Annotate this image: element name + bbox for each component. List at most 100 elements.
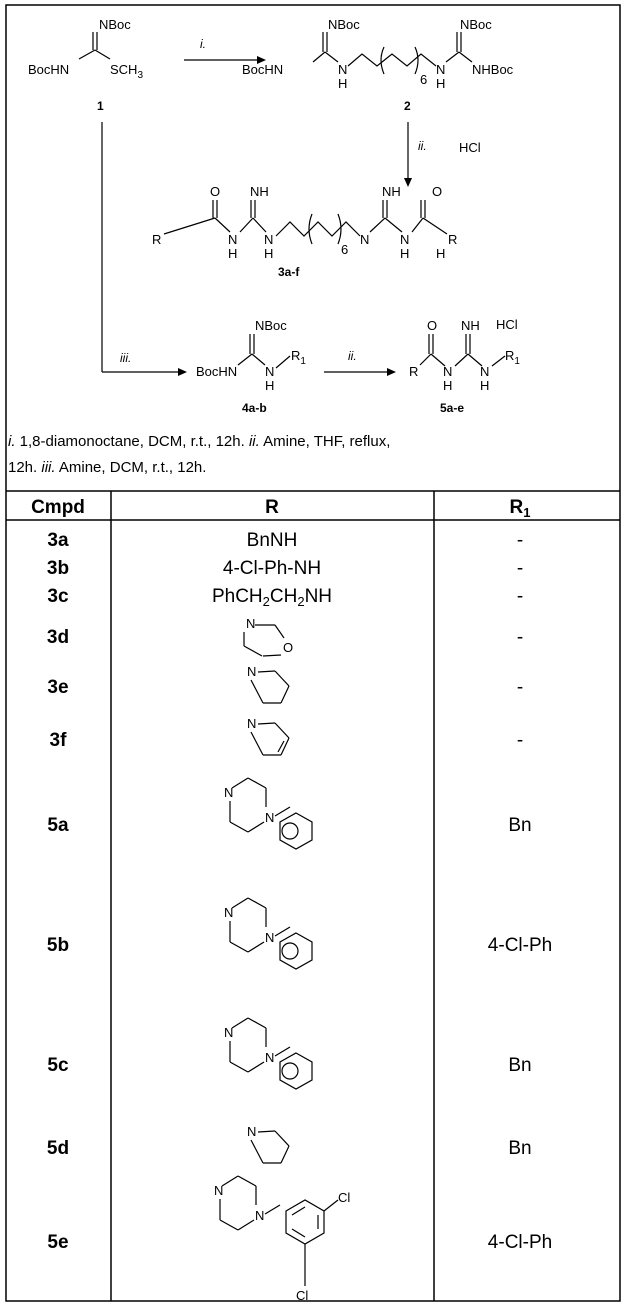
svg-text:NH: NH [461, 318, 480, 333]
table-row: 3c PhCH2CH2NH - [47, 586, 523, 609]
svg-text:H: H [264, 246, 273, 261]
table-row: 5c N N Bn [47, 1017, 532, 1090]
svg-text:-: - [517, 530, 523, 551]
svg-text:5c: 5c [47, 1055, 69, 1076]
c2-bochn: BocHN [242, 62, 283, 77]
arrow-step-ii-vertical: ii. HCl [404, 122, 481, 187]
header-r: R [265, 497, 279, 518]
svg-text:N: N [247, 1124, 256, 1139]
arrow-step-iii: iii. [101, 122, 187, 376]
svg-text:-: - [517, 586, 523, 607]
svg-text:3f: 3f [50, 730, 68, 751]
c5-label: 5a-e [440, 401, 464, 415]
svg-text:N: N [265, 810, 274, 825]
svg-text:H: H [480, 378, 489, 393]
svg-text:HCl: HCl [496, 317, 518, 332]
svg-text:H: H [436, 246, 445, 261]
svg-text:3e: 3e [47, 677, 68, 698]
svg-text:BocHN: BocHN [196, 364, 237, 379]
pyrroline-structure: N [247, 716, 290, 756]
svg-text:O: O [432, 184, 442, 199]
svg-text:N: N [480, 364, 489, 379]
phenylpiperazine-structure: N N [224, 777, 313, 850]
svg-text:O: O [210, 184, 220, 199]
caption-line-2: 12h. iii. Amine, DCM, r.t., 12h. [8, 459, 206, 476]
c1-label: 1 [97, 99, 104, 113]
svg-text:N: N [214, 1183, 223, 1198]
table-row: 3a BnNH - [47, 530, 523, 551]
table-row: 3b 4-Cl-Ph-NH - [47, 558, 523, 579]
step-i-label: i. [200, 37, 206, 51]
svg-text:4-Cl-Ph-NH: 4-Cl-Ph-NH [223, 558, 321, 579]
c4-label: 4a-b [242, 401, 267, 415]
arrow-step-i: i. [184, 37, 266, 64]
svg-text:4-Cl-Ph: 4-Cl-Ph [488, 1232, 552, 1253]
step-iii-label: iii. [120, 351, 131, 365]
svg-text:Bn: Bn [508, 1138, 531, 1159]
svg-text:6: 6 [420, 72, 427, 87]
caption-line-1: i. 1,8-diamonoctane, DCM, r.t., 12h. ii.… [8, 433, 390, 450]
table-row: 3f N - [50, 716, 523, 756]
step-ii-label-b: ii. [348, 349, 357, 363]
pyrrolidine-structure: N [247, 664, 290, 704]
svg-text:Cl: Cl [296, 1288, 308, 1303]
r-phch2ch2nh: PhCH2CH2NH [212, 586, 332, 609]
svg-text:3b: 3b [47, 558, 69, 579]
compound-4: NBoc BocHN N H R1 4a-b [196, 318, 306, 415]
table-row: 5e N N Cl Cl 4-Cl-Ph [47, 1175, 552, 1303]
c2-nhboc: NHBoc [472, 62, 514, 77]
pyrrolidine-structure: N [247, 1124, 290, 1164]
compound-3: O R N H NH N H 6 N H NH N H O R 3a-f [152, 184, 457, 279]
dichlorophenylpiperazine-structure: N N Cl Cl [214, 1175, 350, 1303]
svg-text:NH: NH [250, 184, 269, 199]
svg-text:-: - [517, 558, 523, 579]
svg-text:R: R [448, 232, 457, 247]
svg-text:3a: 3a [47, 530, 69, 551]
svg-text:N: N [255, 1208, 264, 1223]
table-row: 5d N Bn [47, 1124, 532, 1164]
svg-text:N: N [443, 364, 452, 379]
table-row: 3d N O - [47, 616, 523, 657]
svg-text:N: N [224, 1025, 233, 1040]
svg-text:N: N [224, 785, 233, 800]
svg-text:H: H [228, 246, 237, 261]
svg-text:-: - [517, 627, 523, 648]
svg-text:N: N [228, 232, 237, 247]
svg-text:NBoc: NBoc [255, 318, 287, 333]
table-row: 5b N N 4-Cl-Ph [47, 897, 552, 970]
svg-text:N: N [400, 232, 409, 247]
svg-text:4-Cl-Ph: 4-Cl-Ph [488, 935, 552, 956]
outer-border [5, 4, 621, 1302]
table-row: 5a N N Bn [47, 777, 532, 850]
svg-text:N: N [247, 716, 256, 731]
svg-text:H: H [436, 76, 445, 91]
svg-text:N: N [265, 1050, 274, 1065]
morpholine-structure: N O [243, 616, 293, 657]
arrow-step-ii-horizontal: ii. [324, 349, 396, 376]
header-r1: R1 [510, 497, 531, 520]
c2-label: 2 [404, 99, 411, 113]
compound-5: O R N H NH HCl N H R1 5a-e [409, 317, 520, 415]
c3-label: 3a-f [278, 265, 300, 279]
svg-text:N: N [264, 232, 273, 247]
svg-text:R1: R1 [291, 348, 306, 367]
svg-text:6: 6 [341, 242, 348, 257]
svg-text:H: H [443, 378, 452, 393]
svg-text:N: N [360, 232, 369, 247]
svg-text:5e: 5e [47, 1232, 68, 1253]
phenylpiperazine-structure: N N [224, 897, 313, 970]
svg-text:N: N [338, 62, 347, 77]
compound-1: NBoc BocHN SCH3 1 [28, 17, 143, 113]
header-cmpd: Cmpd [31, 497, 85, 518]
c2-nboc-right: NBoc [460, 17, 492, 32]
svg-text:5d: 5d [47, 1138, 69, 1159]
svg-text:-: - [517, 730, 523, 751]
svg-text:O: O [283, 640, 293, 655]
c2-nboc-left: NBoc [328, 17, 360, 32]
phenylpiperazine-structure: N N [224, 1017, 313, 1090]
svg-text:BnNH: BnNH [247, 530, 298, 551]
svg-text:-: - [517, 677, 523, 698]
svg-text:H: H [400, 246, 409, 261]
